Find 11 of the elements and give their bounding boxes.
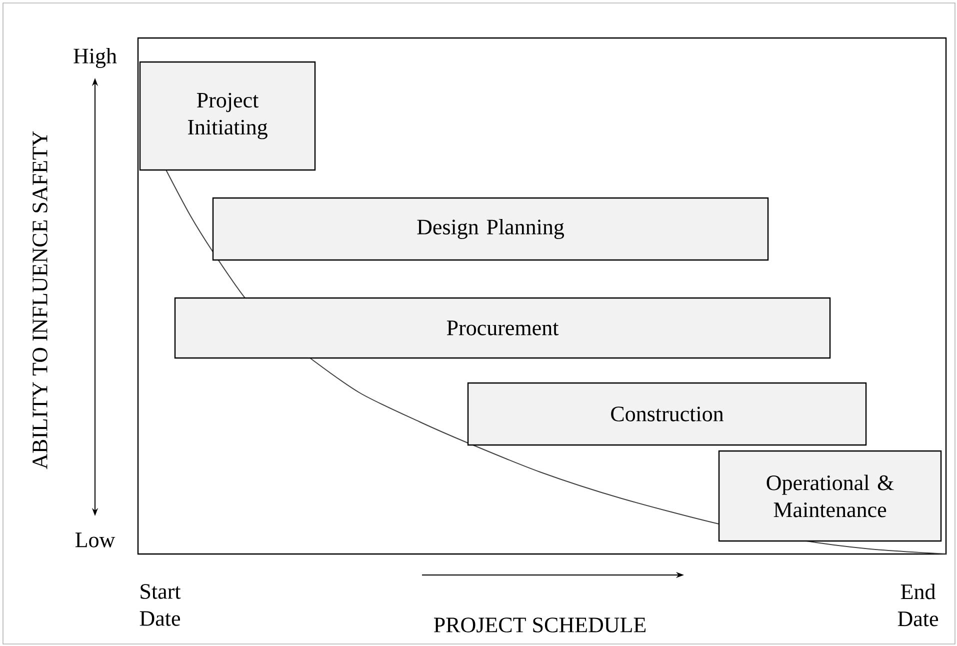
phase-box: Operational & Maintenance xyxy=(718,450,942,542)
phase-box: Design Planning xyxy=(212,197,769,261)
phase-box: Project Initiating xyxy=(139,61,316,171)
axis-label: Low xyxy=(75,532,116,548)
axis-title: PROJECT SCHEDULE xyxy=(434,618,646,632)
axis-label: End Date xyxy=(898,584,938,626)
axis-label: Start Date xyxy=(140,584,181,626)
axis-label: High xyxy=(74,48,117,68)
axis-title: ABILITY TO INFLUENCE SAFETY xyxy=(32,131,48,470)
phase-box: Construction xyxy=(467,382,867,446)
phase-box: Procurement xyxy=(174,297,831,359)
